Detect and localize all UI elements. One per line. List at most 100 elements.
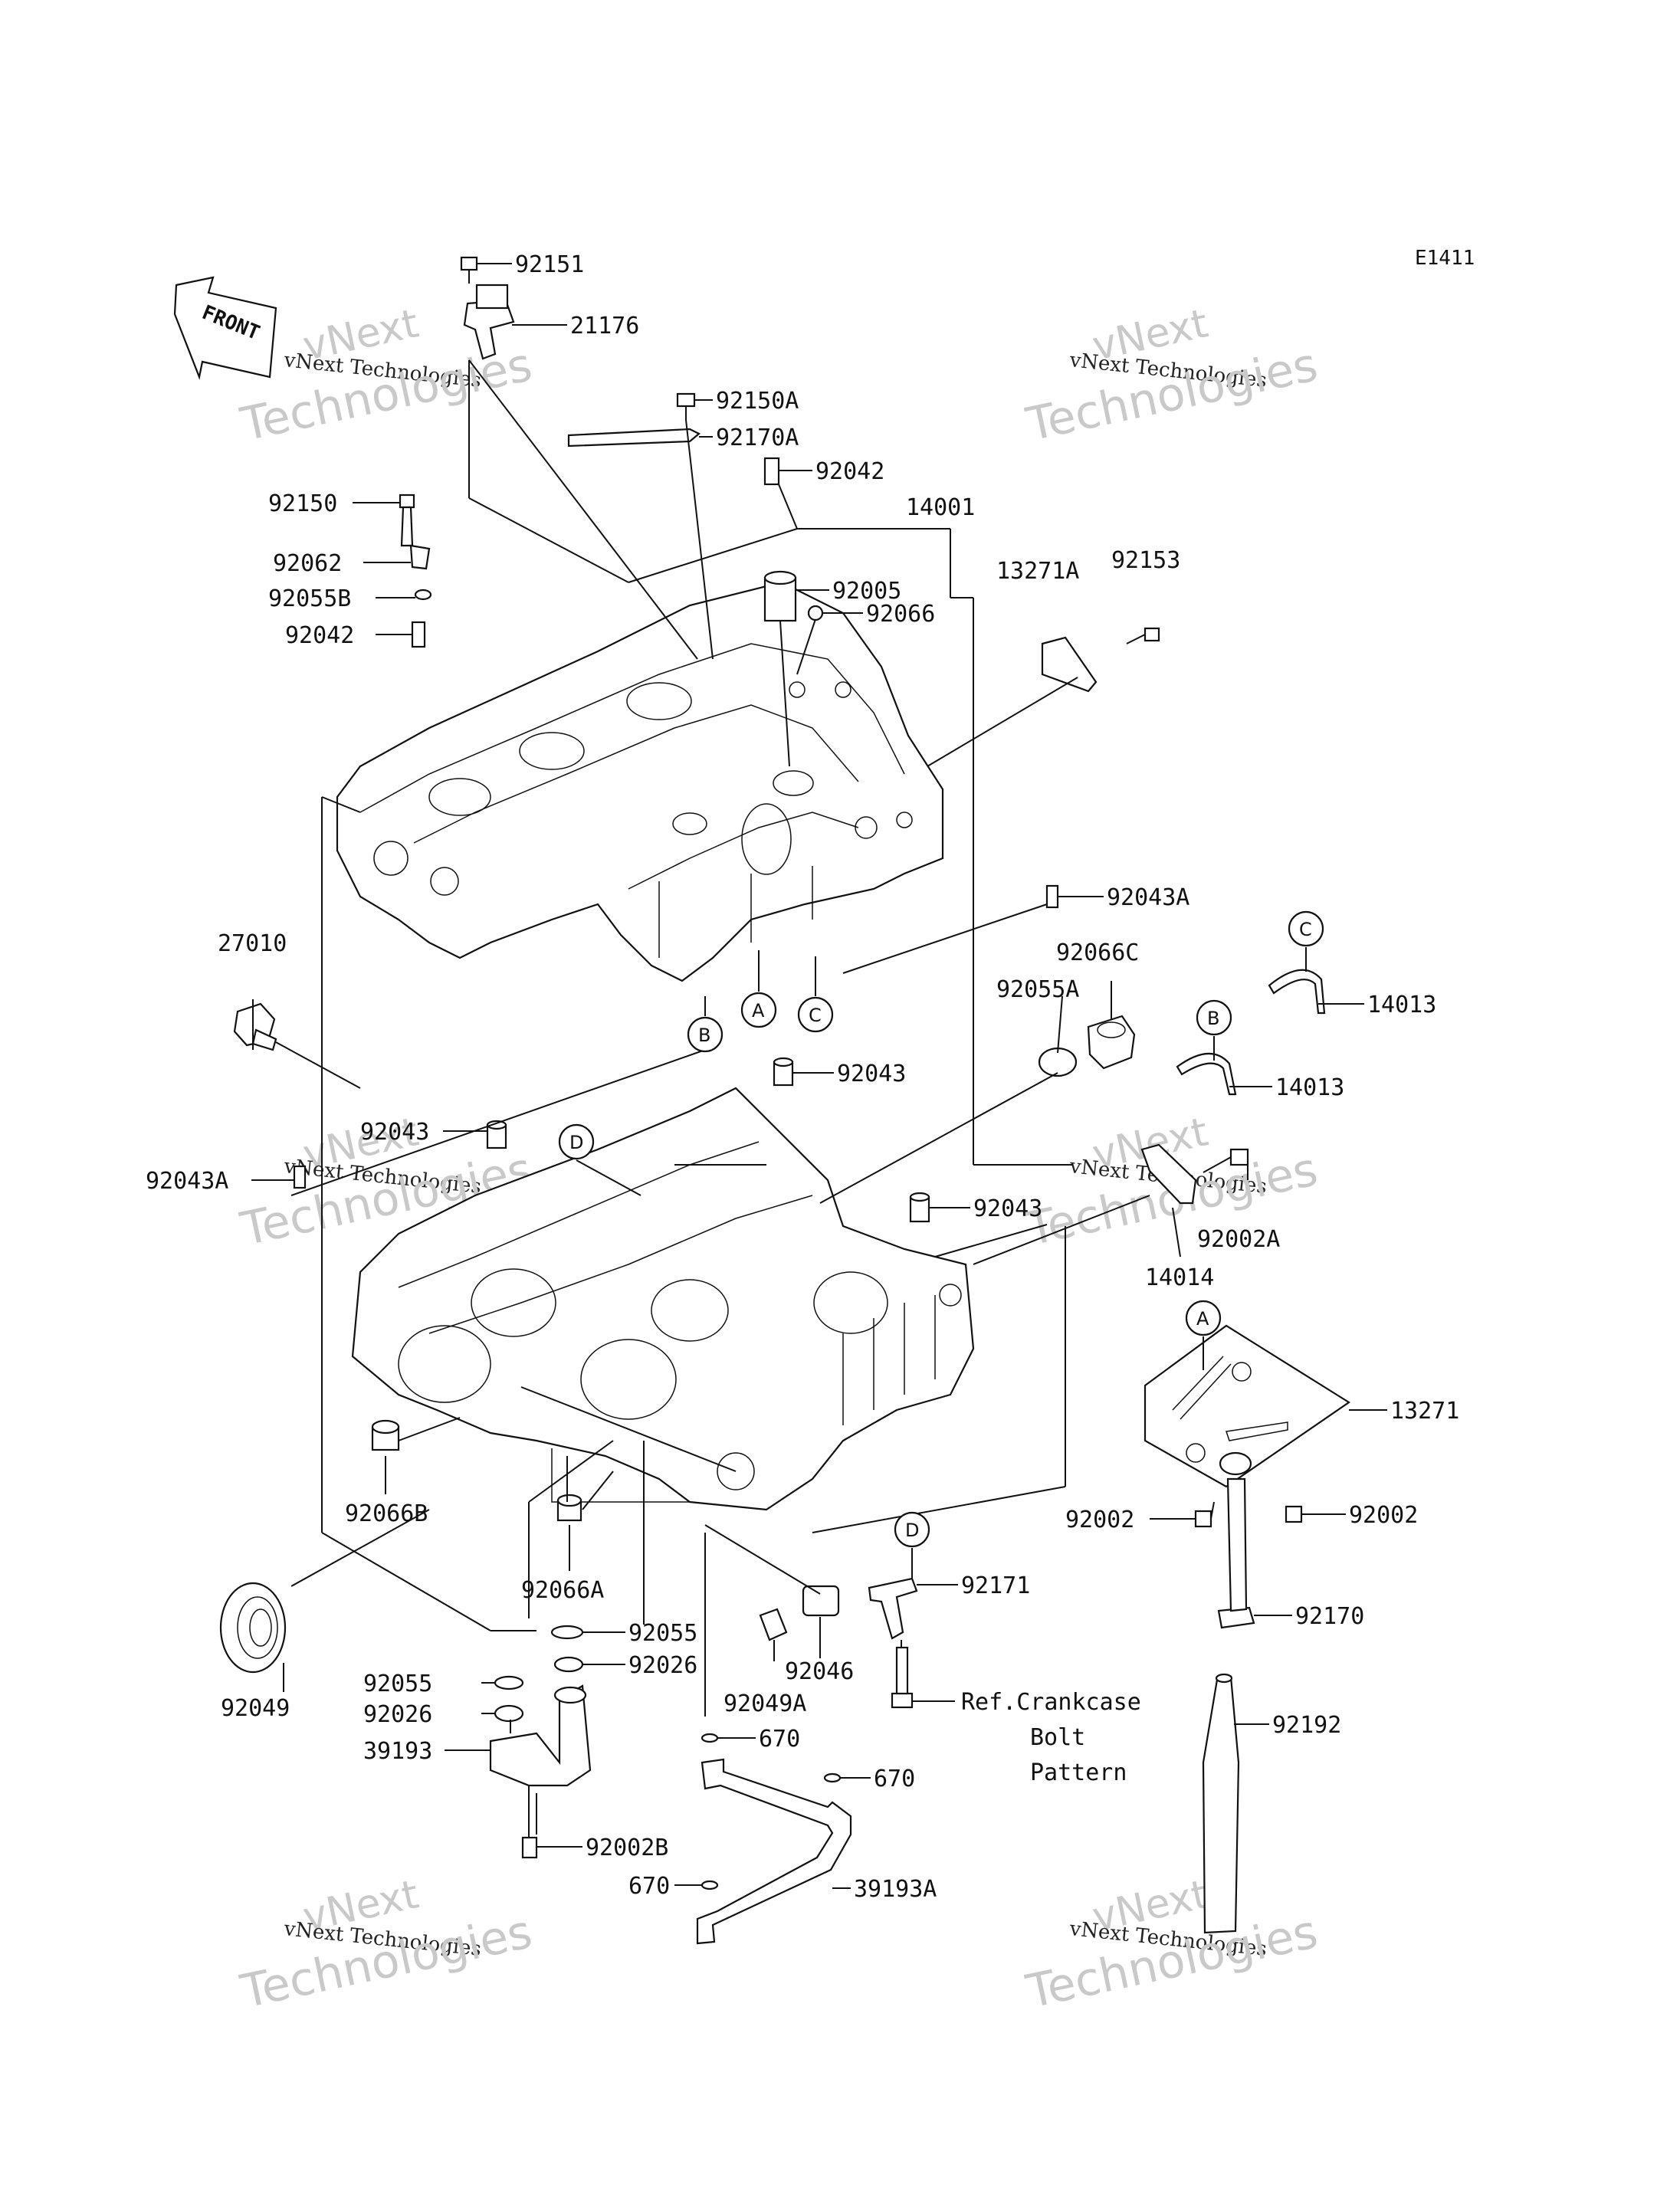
- label-13271: 13271: [1390, 1398, 1459, 1425]
- svg-text:Technologies: Technologies: [1022, 338, 1323, 452]
- plug-92066B: [371, 1419, 400, 1451]
- label-92042-top: 92042: [815, 458, 884, 485]
- washer-92026-left: [494, 1704, 524, 1723]
- label-92055B: 92055B: [268, 585, 351, 612]
- label-92043A-right: 92043A: [1107, 884, 1189, 911]
- label-92043-right: 92043: [973, 1195, 1042, 1222]
- sensor-21176: [463, 284, 515, 360]
- callout-d-bracket: D: [894, 1511, 930, 1548]
- label-92002-right: 92002: [1349, 1502, 1418, 1529]
- bolt-92002-right: [1285, 1505, 1303, 1523]
- svg-text:B: B: [698, 1025, 710, 1046]
- label-92002A: 92002A: [1197, 1226, 1280, 1253]
- dowel-92042-top: [763, 457, 780, 486]
- oil-baffle-13271: [1144, 1324, 1351, 1488]
- label-92043-left: 92043: [360, 1119, 429, 1146]
- label-92066C: 92066C: [1056, 939, 1139, 966]
- svg-text:B: B: [1207, 1008, 1219, 1029]
- callout-b-bearing: B: [1196, 999, 1232, 1036]
- diagram-code: E1411: [1415, 247, 1475, 270]
- label-92043-mid: 92043: [837, 1061, 906, 1087]
- label-14014: 14014: [1145, 1264, 1214, 1291]
- dowel-92043A-right: [1045, 884, 1059, 909]
- bolt-92002B: [521, 1836, 538, 1859]
- label-670-c: 670: [628, 1873, 670, 1900]
- label-92026-left: 92026: [363, 1701, 432, 1728]
- label-14013-mid: 14013: [1275, 1074, 1344, 1101]
- dowel-92043-right: [909, 1192, 930, 1223]
- label-92150: 92150: [268, 490, 337, 517]
- oring-670-c: [701, 1880, 719, 1890]
- label-13271A: 13271A: [996, 558, 1079, 585]
- watermark-bottom-left: vNext vNext Technologies Technologies: [236, 1871, 537, 2018]
- label-92151: 92151: [515, 251, 584, 278]
- callout-a-baffle: A: [1185, 1300, 1222, 1336]
- label-ref-bolt: Bolt: [1030, 1724, 1085, 1751]
- oring-92055-left: [494, 1675, 524, 1690]
- label-39193A: 39193A: [854, 1876, 937, 1903]
- plug-92066C: [1087, 1015, 1136, 1070]
- dowel-92043A-left: [293, 1165, 307, 1189]
- part-labels: 92151 21176 92150A 92170A 92042 14001 92…: [146, 251, 1459, 1903]
- bolt-92153: [1126, 627, 1160, 644]
- callout-b-upper: B: [687, 1016, 724, 1053]
- guide-92170A: [567, 428, 701, 448]
- callout-c-bearing: C: [1288, 910, 1324, 947]
- label-ref-pattern: Pattern: [1030, 1759, 1127, 1786]
- callout-d-lower: D: [558, 1123, 595, 1160]
- label-27010: 27010: [218, 930, 287, 957]
- bearing-14013-top: [1268, 969, 1326, 1015]
- bearing-14013-mid: [1176, 1052, 1237, 1096]
- dowel-92043-mid: [773, 1057, 794, 1087]
- svg-text:A: A: [752, 1000, 765, 1021]
- label-92153: 92153: [1111, 547, 1180, 574]
- label-14013-top: 14013: [1367, 992, 1436, 1018]
- pipe-39193: [489, 1684, 592, 1787]
- label-21176: 21176: [570, 313, 639, 339]
- label-92002B: 92002B: [586, 1835, 668, 1861]
- bolt-ref-crankcase: [891, 1646, 914, 1709]
- label-14001: 14001: [906, 494, 975, 521]
- callout-a-upper: A: [740, 992, 777, 1028]
- label-92042-left: 92042: [285, 622, 354, 649]
- svg-text:D: D: [569, 1132, 583, 1153]
- label-92171: 92171: [961, 1572, 1030, 1599]
- oring-92055-right: [550, 1625, 584, 1640]
- switch-27010: [233, 1002, 277, 1051]
- label-92026-right: 92026: [628, 1652, 697, 1679]
- leader-lines: [251, 263, 1387, 1889]
- oring-92055B: [414, 589, 432, 601]
- front-arrow-icon: FRONT: [173, 276, 277, 380]
- watermark-bottom-right: vNext vNext Technologies Technologies: [1022, 1871, 1323, 2018]
- svg-text:D: D: [905, 1520, 919, 1541]
- washer-92026-right: [553, 1656, 584, 1673]
- label-92055A: 92055A: [996, 976, 1079, 1003]
- plate-13271A: [1041, 636, 1098, 693]
- bearing-92046: [802, 1585, 840, 1617]
- upper-crankcase: [336, 581, 944, 982]
- hose-92192: [1202, 1477, 1248, 1934]
- label-92002-left: 92002: [1065, 1507, 1134, 1533]
- seal-92049: [219, 1582, 287, 1674]
- oring-670-a: [701, 1733, 719, 1743]
- label-39193: 39193: [363, 1738, 432, 1765]
- label-92192: 92192: [1272, 1712, 1341, 1739]
- label-92046: 92046: [785, 1658, 854, 1685]
- label-92150A: 92150A: [716, 388, 799, 415]
- plug-92066: [807, 605, 824, 621]
- dowel-92043-left: [486, 1120, 507, 1149]
- guide-14014: [1140, 1143, 1197, 1205]
- lower-crankcase: [351, 1087, 975, 1511]
- label-92049: 92049: [221, 1695, 290, 1722]
- bracket-92171: [868, 1577, 918, 1640]
- label-92066A: 92066A: [521, 1577, 604, 1604]
- label-ref-crankcase: Ref.Crankcase: [961, 1689, 1141, 1716]
- label-92043A-left: 92043A: [146, 1168, 228, 1195]
- label-92049A: 92049A: [724, 1690, 806, 1717]
- bolt-92002-left: [1194, 1510, 1212, 1528]
- clamp-92062: [409, 544, 431, 570]
- bolt-92150A: [676, 392, 696, 420]
- watermark-top-right: vNext vNext Technologies Technologies: [1022, 300, 1323, 451]
- label-92170A: 92170A: [716, 425, 799, 451]
